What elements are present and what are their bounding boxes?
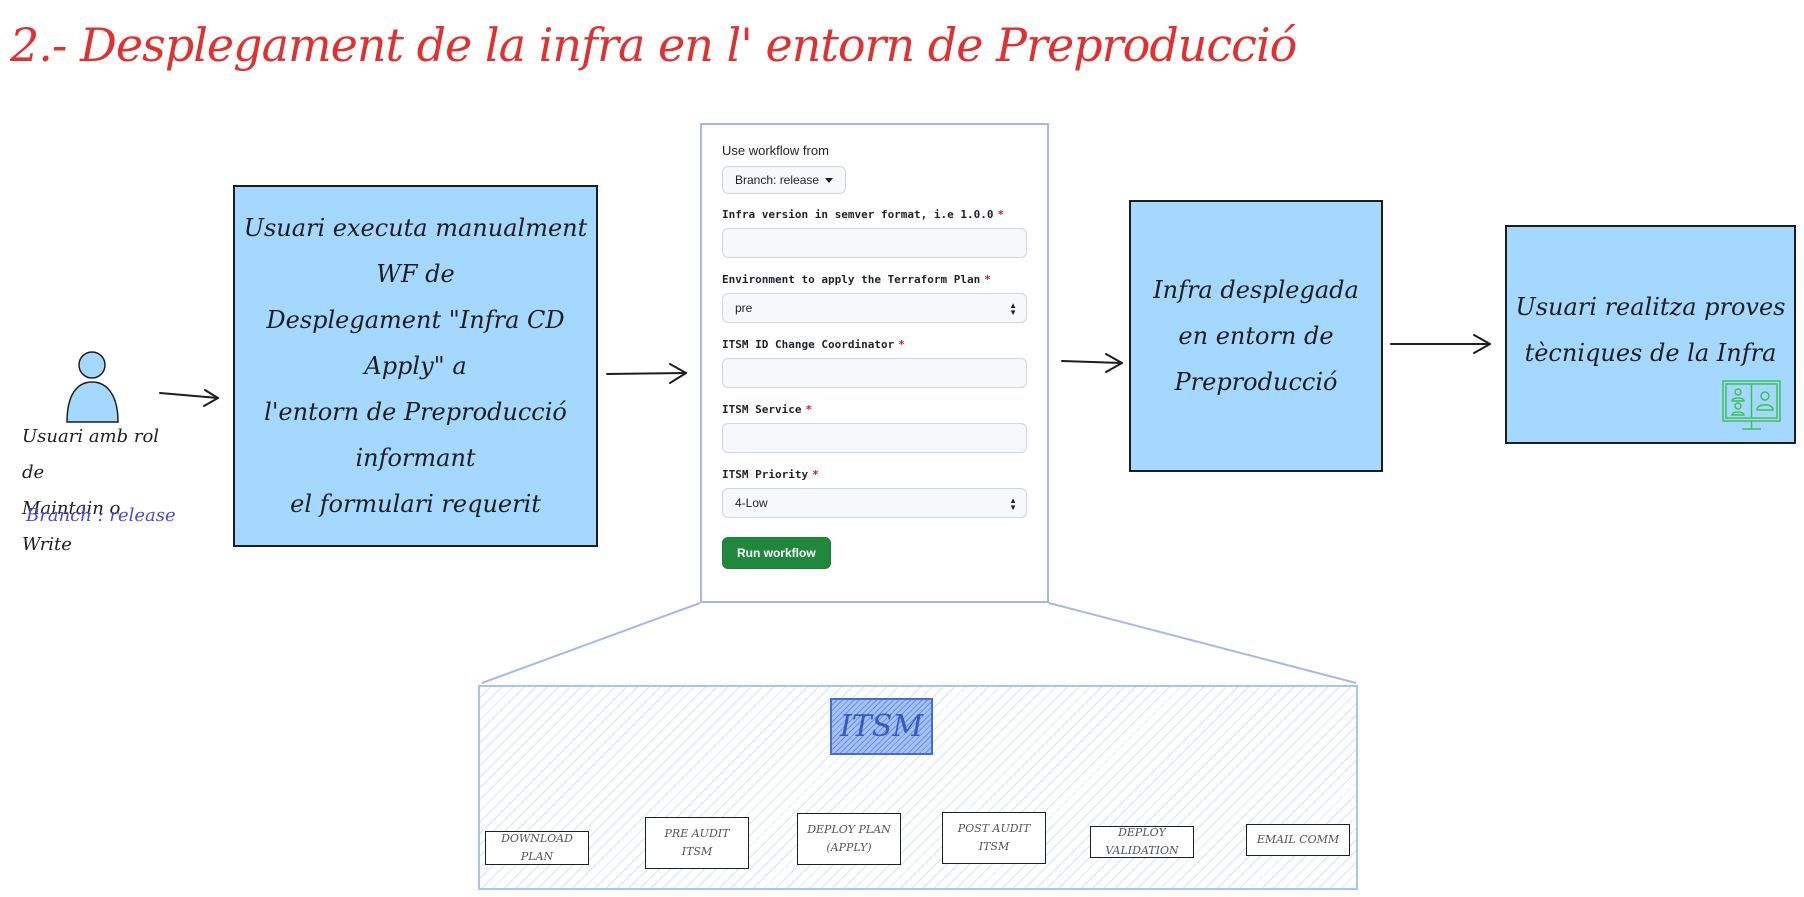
- select-arrows-icon: ▲▼: [1009, 301, 1017, 317]
- actor-label: Usuari amb rol de Maintain o Write: [22, 426, 160, 555]
- actor-branch-label: Branch : release: [26, 505, 176, 526]
- branch-select-label: Branch: release: [735, 173, 820, 187]
- step-infra-deployed: Infra desplegada en entorn de Preproducc…: [1129, 200, 1383, 472]
- stage-pre-audit-itsm: PRE AUDIT ITSM: [645, 817, 749, 869]
- branch-select-button[interactable]: Branch: release: [722, 166, 847, 194]
- use-workflow-label: Use workflow from: [722, 143, 829, 158]
- stage-download-plan: DOWNLOAD PLAN: [485, 831, 589, 865]
- step-technical-tests: Usuari realitza proves tècniques de la I…: [1505, 225, 1796, 444]
- itsm-service-input[interactable]: [722, 423, 1027, 453]
- step-deployed-text: Infra desplegada en entorn de Preproducc…: [1153, 276, 1359, 396]
- itsm-priority-select[interactable]: 4-Low ▲▼: [722, 488, 1027, 518]
- infra-version-input[interactable]: [722, 228, 1027, 258]
- itsm-box: ITSM: [830, 698, 933, 755]
- stage-deploy-validation: DEPLOY VALIDATION: [1090, 826, 1194, 858]
- workflow-form: Use workflow from Branch: release Infra …: [700, 123, 1049, 603]
- itsm-priority-label: ITSM Priority*: [722, 468, 819, 481]
- arrow-actor-to-step: [159, 392, 219, 399]
- user-icon: [66, 351, 119, 423]
- step-tests-text: Usuari realitza proves tècniques de la I…: [1515, 292, 1786, 367]
- itsm-service-label: ITSM Service*: [722, 403, 813, 416]
- itsm-coordinator-input[interactable]: [722, 358, 1027, 388]
- monitor-users-icon: [1722, 380, 1781, 430]
- select-arrows-icon: ▲▼: [1009, 496, 1017, 512]
- arrow-form-to-deployed: [1061, 360, 1123, 364]
- environment-label: Environment to apply the Terraform Plan*: [722, 273, 991, 286]
- diagram-title: 2.- Desplegament de la infra en l' entor…: [10, 18, 1297, 72]
- arrow-step-to-form: [606, 372, 687, 375]
- zoom-line-right: [1048, 602, 1357, 684]
- itsm-priority-value: 4-Low: [735, 496, 768, 510]
- environment-value: pre: [735, 301, 753, 315]
- stage-deploy-plan: DEPLOY PLAN (APPLY): [797, 813, 901, 865]
- caret-down-icon: [825, 178, 834, 184]
- stage-email-comm: EMAIL COMM: [1246, 824, 1350, 856]
- run-workflow-button[interactable]: Run workflow: [722, 537, 831, 569]
- step-execute-workflow: Usuari executa manualment WF de Desplega…: [233, 185, 598, 547]
- infra-version-label: Infra version in semver format, i.e 1.0.…: [722, 208, 1005, 221]
- environment-select[interactable]: pre ▲▼: [722, 293, 1027, 323]
- step-execute-text: Usuari executa manualment WF de Desplega…: [243, 214, 588, 518]
- itsm-coordinator-label: ITSM ID Change Coordinator*: [722, 338, 905, 351]
- zoom-line-left: [481, 602, 701, 684]
- stage-post-audit-itsm: POST AUDIT ITSM: [942, 812, 1046, 864]
